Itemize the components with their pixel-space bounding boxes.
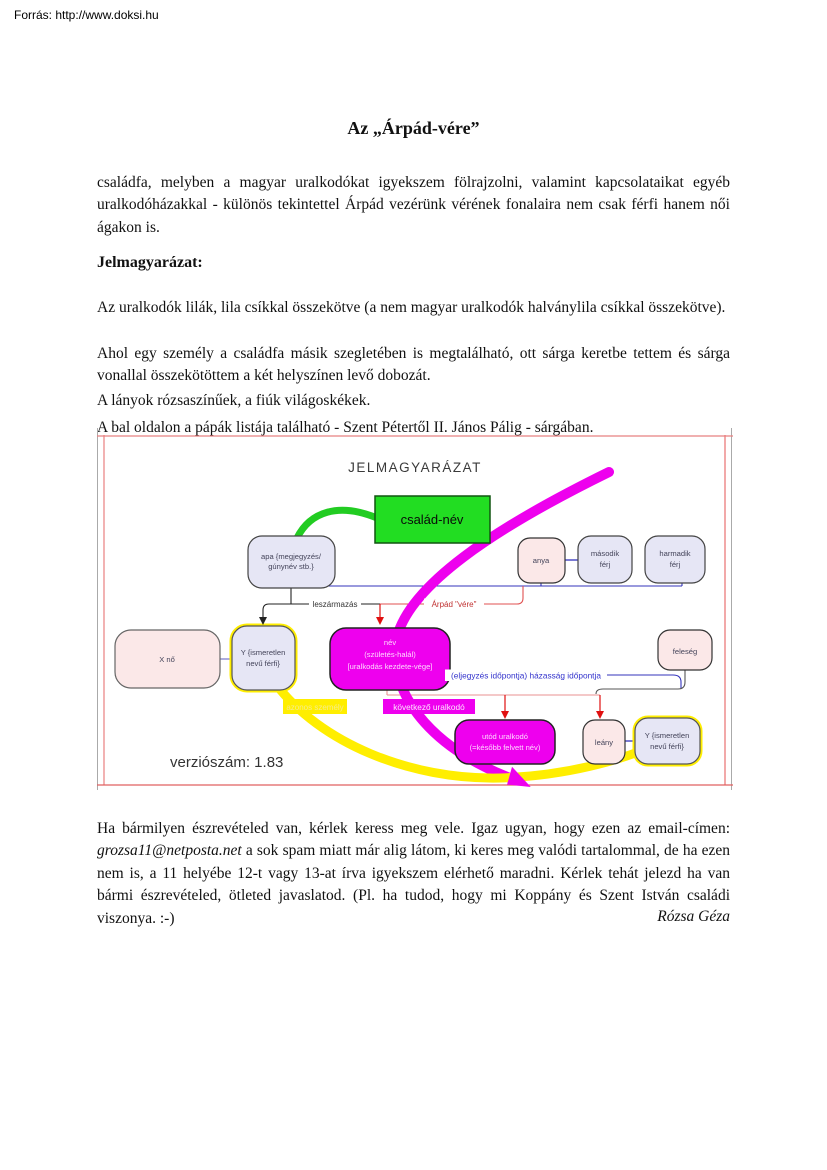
svg-text:anya: anya: [533, 556, 550, 565]
box-daughter: leány: [582, 719, 626, 765]
diagram-frame: [97, 428, 733, 790]
edge-label-same-person: azonos személy: [283, 699, 347, 714]
legend-paragraph-3: A lányok rózsaszínűek, a fiúk világoskék…: [97, 391, 371, 409]
connector-lines: [220, 559, 686, 742]
svg-text:Árpád "vére": Árpád "vére": [432, 600, 477, 609]
closing-text-before: Ha bármilyen észrevételed van, kérlek ke…: [97, 819, 730, 837]
box-successor: utód uralkodó (=később felvett név): [454, 719, 556, 765]
closing-text-after: a sok spam miatt már alig látom, ki kere…: [97, 842, 730, 927]
svg-text:feleség: feleség: [673, 647, 698, 656]
legend-paragraph-1: Az uralkodók lilák, lila csíkkal összekö…: [97, 298, 726, 316]
svg-text:Y {ismeretlen: Y {ismeretlen: [645, 731, 690, 740]
edge-label-engagement: (eljegyzés időpontja) házasság időpontja: [445, 669, 607, 681]
daughter-arrowhead-icon: [596, 711, 604, 719]
version-label: verziószám: 1.83: [170, 754, 283, 771]
box-father: apa {megjegyzés/ gúnynév stb.}: [247, 535, 336, 589]
svg-text:[uralkodás kezdete-vége]: [uralkodás kezdete-vége]: [348, 662, 433, 671]
svg-text:leány: leány: [595, 738, 613, 747]
box-family-name-label: család-név: [401, 512, 464, 527]
svg-text:(eljegyzés időpontja) házasság: (eljegyzés időpontja) házasság időpontja: [451, 671, 601, 681]
svg-text:nevű férfi}: nevű férfi}: [650, 742, 684, 751]
legend-diagram: JELMAGYARÁZAT: [97, 428, 733, 790]
edge-label-next-ruler: következő uralkodó: [383, 699, 475, 714]
arrowheads: [259, 617, 604, 719]
box-mother: anya: [517, 537, 566, 584]
svg-text:leszármazás: leszármazás: [313, 600, 358, 609]
svg-text:Y {ismeretlen: Y {ismeretlen: [241, 648, 286, 657]
box-second-husband: második férj: [577, 535, 633, 584]
box-ruler: név (születés-halál) [uralkodás kezdete-…: [329, 627, 451, 691]
legend-paragraph-4: A bal oldalon a pápák listája található …: [97, 418, 594, 436]
edge-label-descent: leszármazás: [309, 598, 361, 610]
svg-text:második: második: [591, 549, 619, 558]
box-third-husband: harmadik férj: [644, 535, 706, 584]
page-title: Az „Árpád-vére”: [347, 118, 480, 138]
svg-text:(születés-halál): (születés-halál): [364, 650, 416, 659]
diagram-title: JELMAGYARÁZAT: [348, 460, 482, 475]
blood-arrowhead-icon: [376, 617, 384, 625]
closing-paragraph: Ha bármilyen észrevételed van, kérlek ke…: [97, 818, 730, 931]
svg-text:nevű férfi}: nevű férfi}: [246, 659, 280, 668]
legend-heading: Jelmagyarázat:: [97, 254, 203, 271]
svg-text:következő uralkodó: következő uralkodó: [393, 702, 465, 712]
edge-label-arpad-blood: Árpád "vére": [424, 598, 484, 610]
descent-arrowhead-icon: [259, 617, 267, 625]
svg-text:azonos személy: azonos személy: [286, 703, 343, 712]
box-x-woman: X nő: [114, 629, 221, 689]
svg-text:X nő: X nő: [159, 655, 175, 664]
svg-text:utód uralkodó: utód uralkodó: [482, 732, 528, 741]
family-name-curve: [293, 506, 381, 542]
intro-paragraph: családfa, melyben a magyar uralkodókat i…: [97, 173, 730, 236]
ruler-curve-arrowhead-icon: [507, 766, 531, 787]
legend-paragraph-2: Ahol egy személy a családfa másik szegle…: [97, 344, 730, 385]
email-address: grozsa11@netposta.net: [97, 842, 242, 859]
svg-text:apa {megjegyzés/: apa {megjegyzés/: [261, 552, 322, 561]
svg-text:(=később felvett név): (=később felvett név): [470, 743, 541, 752]
box-wife: feleség: [657, 629, 713, 671]
svg-text:férj: férj: [600, 560, 611, 569]
svg-text:név: név: [384, 638, 396, 647]
svg-text:harmadik: harmadik: [659, 549, 690, 558]
svg-text:férj: férj: [670, 560, 681, 569]
box-y-unknown-right: Y {ismeretlen nevű férfi}: [632, 715, 703, 767]
author-signature: Rózsa Géza: [657, 908, 730, 925]
source-url-line: Forrás: http://www.doksi.hu: [14, 8, 159, 22]
successor-arrowhead-icon: [501, 711, 509, 719]
box-y-unknown-left: Y {ismeretlen nevű férfi}: [229, 623, 298, 693]
box-family-name: család-név: [374, 495, 491, 544]
svg-text:gúnynév stb.}: gúnynév stb.}: [268, 562, 314, 571]
